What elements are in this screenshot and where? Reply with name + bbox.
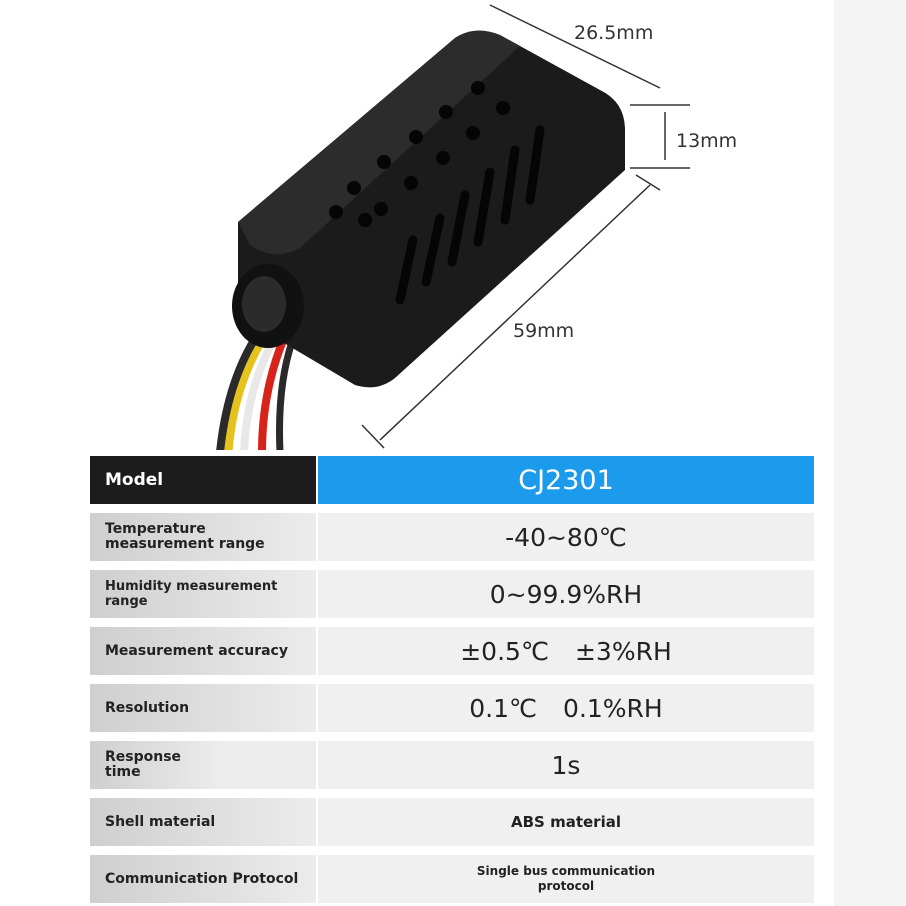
length-dimension-label: 59mm	[513, 320, 575, 342]
spec-value: 0.1℃ 0.1%RH	[318, 684, 814, 732]
spec-value: -40~80℃	[318, 513, 814, 561]
right-margin-strip	[834, 0, 906, 906]
spec-label-wrap: Response time	[90, 741, 220, 789]
spec-value: CJ2301	[318, 456, 814, 504]
spec-label: Model	[90, 456, 316, 504]
spec-label: Measurement accuracy	[90, 627, 316, 675]
spec-value: 0~99.9%RH	[318, 570, 814, 618]
spec-value-text: Single bus communication protocol	[476, 864, 656, 893]
spec-row-accuracy: Measurement accuracy ±0.5℃ ±3%RH	[90, 627, 814, 675]
spec-label: Temperature measurement range	[90, 513, 316, 561]
height-dimension-label: 13mm	[676, 130, 738, 152]
width-dimension-label: 26.5mm	[574, 22, 654, 44]
sensor-product-photo	[216, 4, 690, 450]
spec-row-temperature: Temperature measurement range -40~80℃	[90, 513, 814, 561]
spec-label: Communication Protocol	[90, 855, 316, 903]
spec-value: Single bus communication protocol	[318, 855, 814, 903]
spec-row-shell-material: Shell material ABS material	[90, 798, 814, 846]
spec-row-response-time: Response time 1s	[90, 741, 814, 789]
spec-row-humidity: Humidity measurement range 0~99.9%RH	[90, 570, 814, 618]
vent-slots	[395, 125, 545, 305]
spec-label-fill	[220, 741, 316, 789]
spec-label: Humidity measurement range	[90, 570, 316, 618]
spec-label: Shell material	[90, 798, 316, 846]
spec-row-resolution: Resolution 0.1℃ 0.1%RH	[90, 684, 814, 732]
spec-label: Resolution	[90, 684, 316, 732]
spec-row-communication: Communication Protocol Single bus commun…	[90, 855, 814, 903]
spec-row-model: Model CJ2301	[90, 456, 814, 504]
spec-value: 1s	[318, 741, 814, 789]
sensor-wires	[216, 324, 296, 450]
spec-value: ±0.5℃ ±3%RH	[318, 627, 814, 675]
spec-label: Response time	[105, 749, 182, 780]
vent-holes	[329, 81, 510, 227]
spec-value: ABS material	[318, 798, 814, 846]
dimension-lines	[361, 4, 690, 449]
